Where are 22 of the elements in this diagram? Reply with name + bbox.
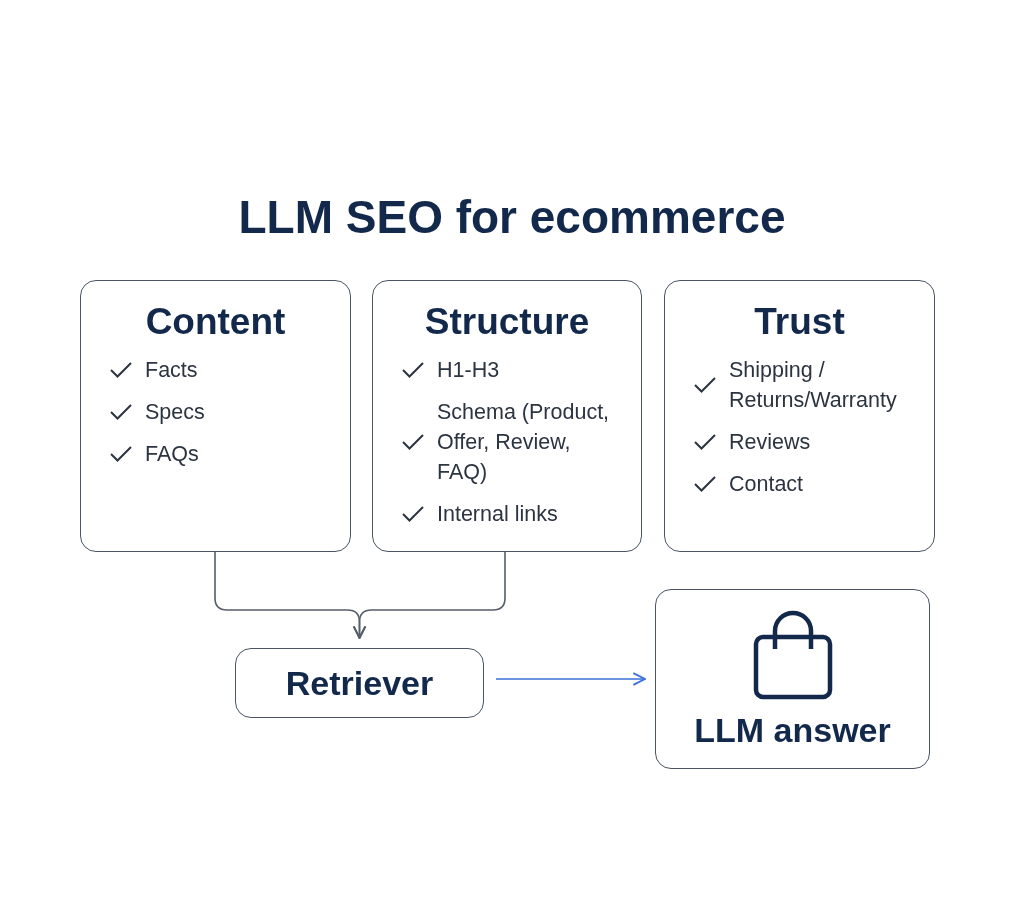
output-box <box>655 589 930 769</box>
list-item: Facts <box>145 357 199 384</box>
category-card <box>372 280 642 552</box>
connector-arrow <box>495 672 646 686</box>
list-item: Shipping / Returns/Warranty <box>729 357 898 415</box>
list-item: H1-H3 <box>437 357 501 384</box>
list-item: Reviews <box>729 429 812 457</box>
category-card <box>80 280 351 552</box>
list-item: FAQs <box>145 441 200 469</box>
node-label: LLM answer <box>694 710 891 750</box>
card-heading: Content <box>144 301 287 343</box>
list-item: Internal links <box>437 501 559 529</box>
node-label: Retriever <box>285 663 434 703</box>
card-heading: Structure <box>423 301 591 343</box>
card-heading: Trust <box>753 301 846 343</box>
list-item: Specs <box>145 399 206 427</box>
list-item: Contact <box>729 471 805 499</box>
process-pill <box>235 648 484 718</box>
connector-arrow <box>352 551 506 639</box>
category-card <box>664 280 935 552</box>
list-item: Schema (Product, Offer, Review, FAQ) <box>437 399 611 487</box>
diagram-title: LLM SEO for ecommerce <box>237 190 787 244</box>
